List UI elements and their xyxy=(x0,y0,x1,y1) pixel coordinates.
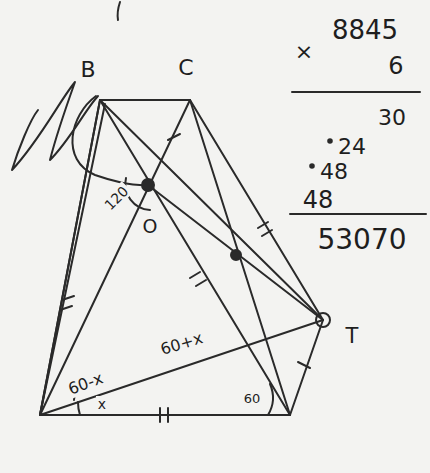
calc-number: 24 xyxy=(336,135,368,159)
point-dot xyxy=(142,179,154,191)
segment xyxy=(100,100,323,320)
angle-label: 120 xyxy=(99,181,132,214)
rule-line xyxy=(292,91,420,93)
point-label: C xyxy=(176,56,195,80)
angle-arc xyxy=(268,384,273,415)
segment xyxy=(190,100,290,415)
calc-number: 53070 xyxy=(315,225,408,255)
calc-number: 48 xyxy=(301,187,336,213)
tick-mark xyxy=(168,134,180,140)
operator-sign: × xyxy=(293,40,315,64)
calc-number: 30 xyxy=(376,106,408,130)
calc-number: 48 xyxy=(318,160,350,184)
tick-mark xyxy=(60,296,74,310)
point-label: B xyxy=(78,58,97,82)
segment xyxy=(40,320,323,415)
angle-arc xyxy=(78,402,80,415)
angle-label: 60+x xyxy=(157,328,207,359)
scribble xyxy=(118,2,120,20)
segment xyxy=(40,100,190,415)
angle-label: x xyxy=(96,396,108,412)
tick-mark xyxy=(190,272,206,286)
scribble xyxy=(72,96,148,185)
segment xyxy=(148,185,323,320)
point-dot xyxy=(316,313,330,327)
angle-label: 60 xyxy=(242,391,263,406)
quadrilateral-outline xyxy=(40,100,323,415)
rule-line xyxy=(290,213,426,215)
point-label: T xyxy=(344,325,361,348)
tick-mark xyxy=(258,222,272,236)
tick-mark xyxy=(298,362,310,368)
tick-mark xyxy=(160,408,168,422)
segment xyxy=(100,100,290,415)
calc-number: 8845 xyxy=(330,16,400,44)
dot-mark xyxy=(310,164,314,168)
scribble xyxy=(12,82,98,170)
point-dot xyxy=(231,250,241,260)
calc-number: 6 xyxy=(386,53,405,79)
dot-mark xyxy=(328,139,332,143)
point-label: O xyxy=(141,216,160,237)
